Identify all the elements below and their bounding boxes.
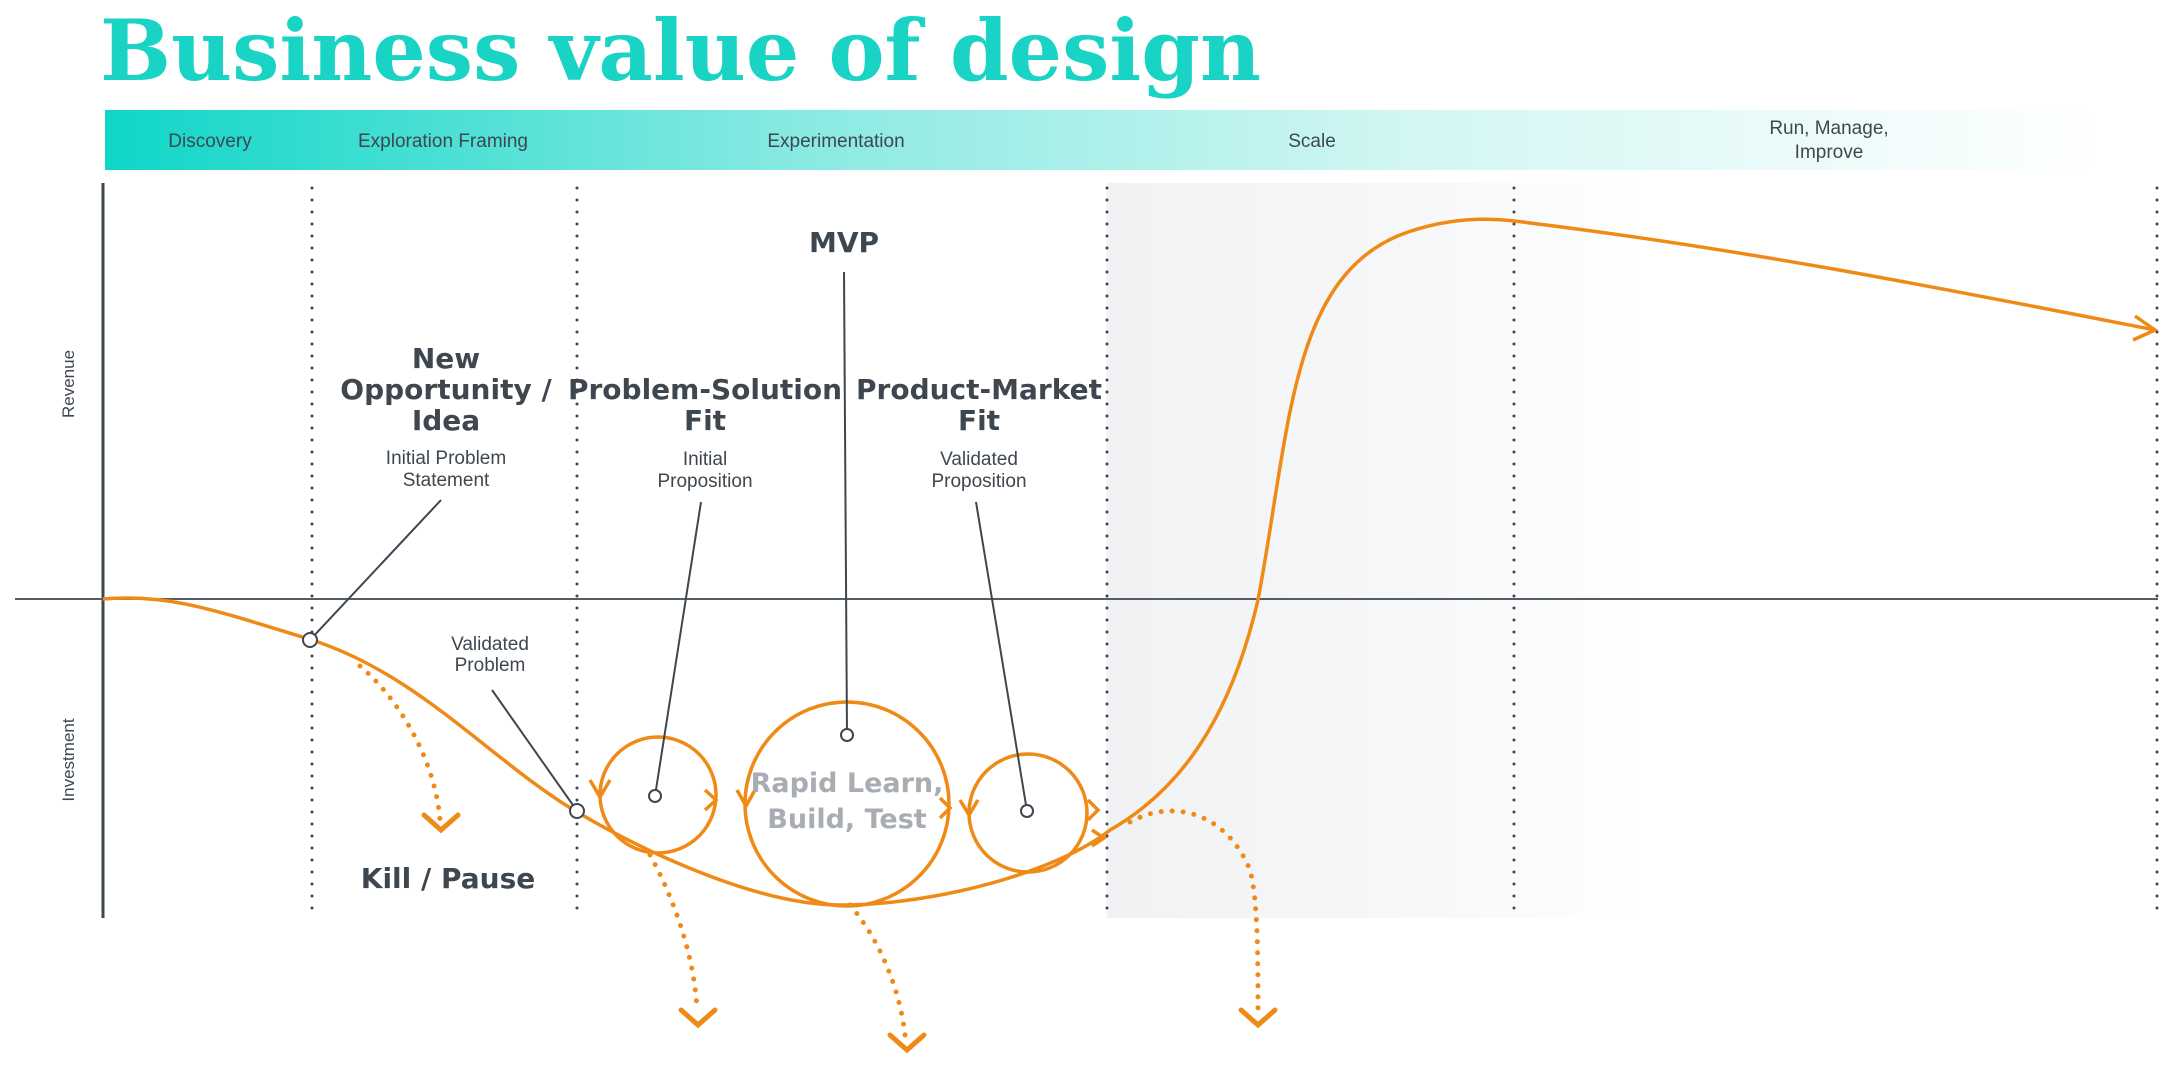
marker-dots [302,632,1034,819]
exit-path-4 [1127,808,1261,1013]
leader-lines [309,271,1028,812]
exit-path-3 [847,902,908,1038]
investment-axis-label: Investment [59,718,78,801]
product-market-line2: Fit [958,404,1000,437]
phase-band [105,110,2110,170]
new-opportunity-sub2: Statement [403,470,490,491]
marker-validated-problem [569,803,585,819]
marker-product-market [1020,804,1034,818]
leader-product-market [975,501,1028,812]
exit-arrowhead-4 [1238,1007,1278,1029]
leader-mvp [843,271,848,736]
rapid-learn-line1: Rapid Learn, [751,768,944,799]
diagram-title: Business value of design [100,1,1261,100]
loop-chevron-7 [1091,828,1108,848]
phase-run-manage-line2: Improve [1795,142,1864,163]
exit-arrowhead-1 [421,812,461,834]
loop-chevron-2 [703,788,719,812]
exit-arrowhead-3 [887,1032,927,1054]
value-curve [102,217,2156,907]
mvp-label: MVP [809,226,879,259]
phase-run-manage-line1: Run, Manage, [1769,118,1888,139]
problem-solution-line2: Fit [684,404,726,437]
kill-pause-label: Kill / Pause [361,862,535,895]
new-opportunity-line3: Idea [412,404,480,437]
phase-scale: Scale [1288,131,1336,152]
revenue-axis-label: Revenue [59,350,78,418]
exit-path-2 [647,852,700,1013]
loop-chevron-6 [1086,798,1101,822]
problem-solution-sub1: Initial [683,449,727,470]
exit-path-1 [357,663,443,823]
leader-validated-problem [491,689,576,809]
marker-new-opportunity [302,632,318,648]
phase-guides [310,186,2159,916]
product-market-sub2: Proposition [931,471,1026,492]
exit-arrows [357,663,1278,1054]
problem-solution-line1: Problem-Solution [568,373,842,406]
loop-chevron-3 [735,789,757,810]
loop-chevron-1 [588,779,612,801]
marker-problem-solution [648,789,662,803]
product-market-sub1: Validated [940,449,1018,470]
phase-exploration-framing: Exploration Framing [358,131,528,152]
scale-region [1107,183,1647,918]
new-opportunity-sub1: Initial Problem [386,448,506,469]
loop-chevron-5 [958,799,980,819]
problem-solution-sub2: Proposition [657,471,752,492]
new-opportunity-line2: Opportunity / [340,373,552,406]
validated-problem-line1: Validated [451,634,529,655]
phase-discovery: Discovery [168,131,252,152]
phase-experimentation: Experimentation [767,131,904,152]
marker-mvp [840,728,854,742]
rapid-learn-line2: Build, Test [767,804,927,835]
loop-chevron-4 [938,796,953,820]
leader-problem-solution [654,501,702,797]
validated-problem-line2: Problem [455,655,526,676]
new-opportunity-line1: New [412,342,480,375]
exit-arrowhead-2 [678,1007,718,1029]
product-market-line1: Product-Market [856,373,1102,406]
curve-arrowhead [2132,314,2159,342]
leader-new-opportunity [309,499,442,641]
